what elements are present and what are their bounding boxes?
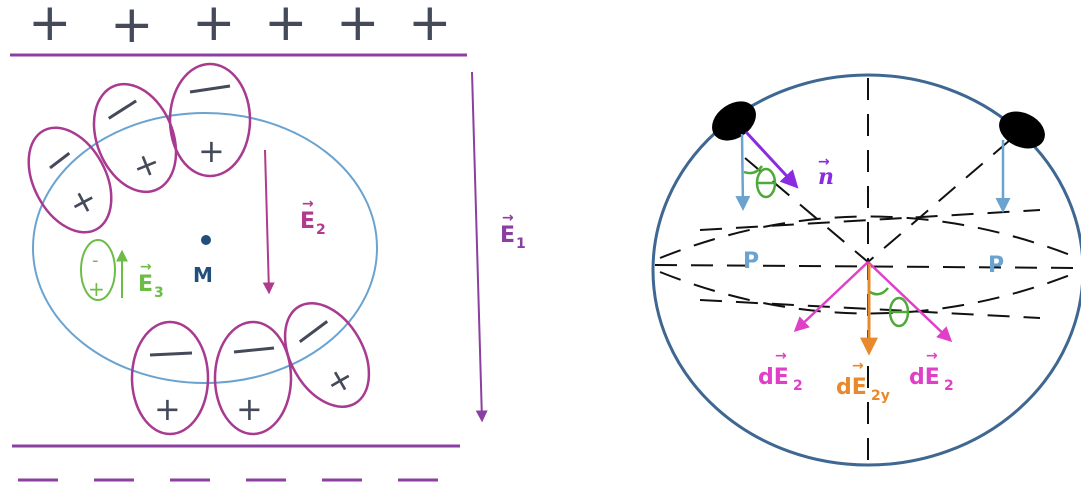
svg-text:→: →: [775, 348, 787, 364]
svg-text:→: →: [926, 348, 938, 364]
point-m-dot: [201, 235, 211, 245]
svg-text:+: +: [236, 390, 263, 428]
n-label: → n: [818, 154, 834, 190]
dipole-lower-1: +: [130, 320, 210, 436]
point-m-label: M: [193, 263, 213, 287]
top-plus-4: +: [264, 0, 308, 53]
svg-text:n: n: [818, 164, 834, 190]
e2-arrow: [262, 149, 275, 295]
svg-text:+: +: [319, 357, 361, 403]
svg-text:→: →: [140, 259, 152, 275]
svg-text:dE: dE: [758, 365, 789, 390]
small-dipole: - +: [80, 239, 116, 301]
svg-text:+: +: [88, 277, 105, 301]
diagonal-right: [867, 139, 1011, 263]
svg-text:+: +: [198, 132, 225, 170]
top-plus-6: +: [408, 0, 452, 53]
p-label-right: P: [988, 253, 1004, 278]
de2-label-left: → dE 2: [758, 348, 803, 394]
top-plate-charges: + + + + + +: [28, 0, 452, 55]
latitude-lower: [659, 271, 1079, 315]
theta-upper: [743, 165, 777, 199]
svg-text:→: →: [502, 210, 514, 226]
top-plus-3: +: [192, 0, 236, 53]
charge-blob-right: [999, 111, 1045, 149]
top-plus-5: +: [336, 0, 380, 53]
svg-text:2: 2: [944, 378, 954, 394]
svg-text:2: 2: [793, 378, 803, 394]
dipole-upper-3: +: [168, 62, 252, 178]
svg-text:+: +: [62, 178, 104, 224]
de2-arrow-left: [793, 261, 869, 333]
cavity-outline: [32, 112, 378, 384]
p-arrow-left: [735, 133, 751, 211]
de2-arrow-right: [867, 261, 953, 343]
svg-text:→: →: [852, 358, 864, 374]
charge-blob-left: [712, 101, 756, 141]
svg-text:3: 3: [154, 285, 164, 301]
lower-horizontal: [699, 299, 1041, 319]
svg-text:-: -: [92, 250, 99, 271]
dipole-lower-2: +: [213, 320, 293, 436]
svg-text:E: E: [500, 223, 515, 248]
svg-text:E: E: [138, 272, 153, 297]
svg-text:→: →: [302, 196, 314, 212]
right-panel: P P → n → dE 2 → dE: [651, 73, 1081, 467]
svg-text:dE: dE: [909, 365, 940, 390]
de2y-label: → dE 2y: [836, 358, 890, 404]
svg-text:1: 1: [516, 236, 526, 252]
svg-text:E: E: [300, 209, 315, 234]
theta-center: [869, 287, 910, 328]
svg-text:2y: 2y: [871, 388, 890, 404]
latitude-upper: [659, 215, 1079, 259]
top-plus-2: +: [110, 0, 154, 55]
svg-text:2: 2: [316, 222, 326, 238]
top-plus-1: +: [28, 0, 72, 53]
dipole-upper-1: +: [27, 126, 113, 234]
left-panel: + + + + + + → E 1: [10, 0, 526, 482]
diagonal-left: [744, 157, 869, 263]
e1-label: → E 1: [500, 210, 526, 252]
dipole-lower-3: +: [283, 302, 371, 408]
p-label-left: P: [743, 249, 759, 274]
svg-text:+: +: [127, 142, 166, 187]
svg-text:→: →: [818, 154, 830, 170]
e3-label: → E 3: [138, 259, 164, 301]
svg-text:dE: dE: [836, 375, 867, 400]
e2-label: → E 2: [300, 196, 326, 238]
de2-label-right: → dE 2: [909, 348, 954, 394]
e1-arrow: [471, 71, 488, 423]
svg-text:+: +: [154, 390, 181, 428]
n-arrow: [744, 130, 799, 189]
upper-horizontal: [699, 209, 1041, 231]
sphere-outline: [651, 73, 1081, 467]
